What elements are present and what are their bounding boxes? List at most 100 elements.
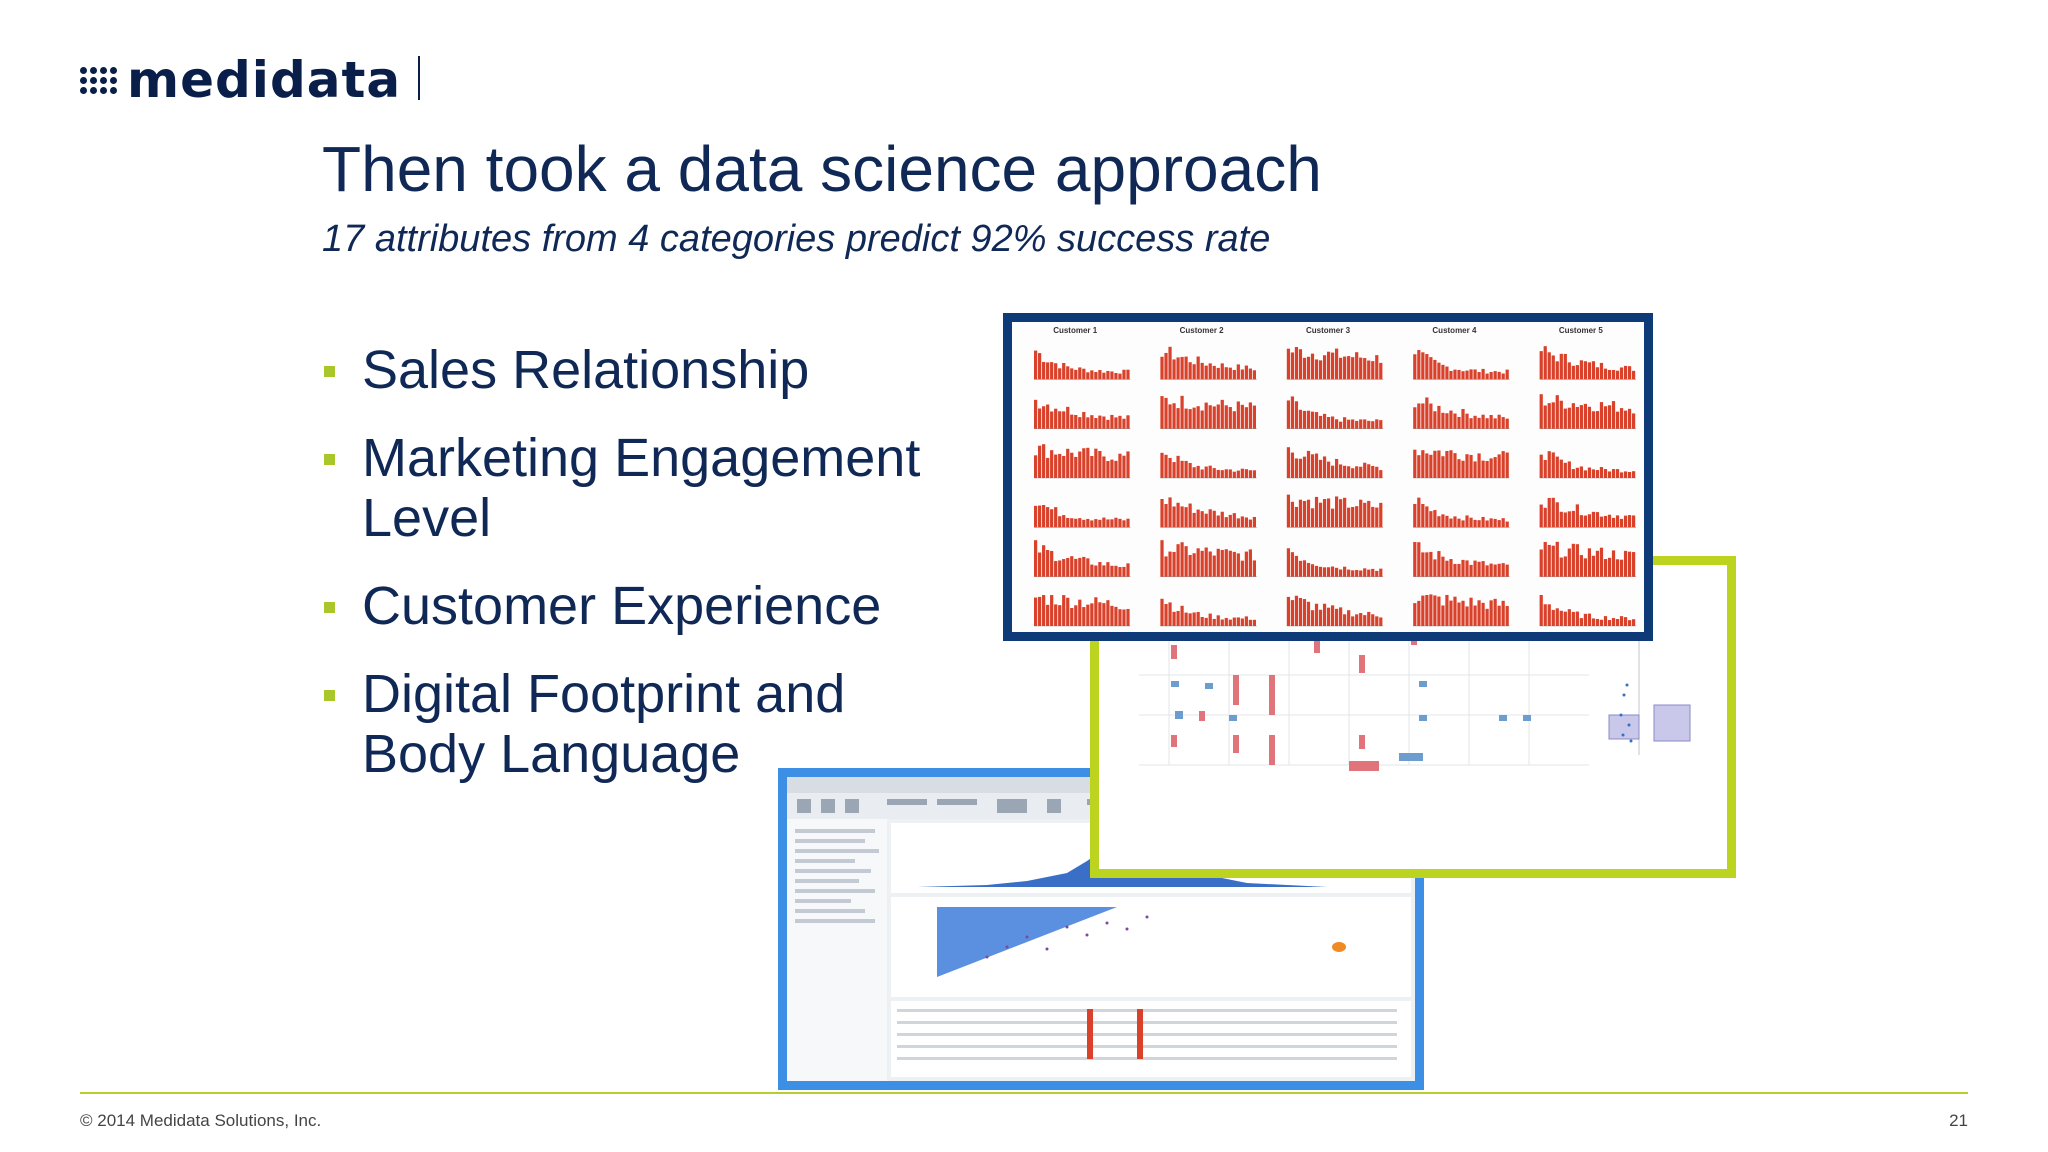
bar-grid-bar (1449, 518, 1453, 528)
bar-grid-bar (1413, 407, 1417, 429)
bar-grid-bar (1563, 462, 1567, 478)
bar-grid-bar (1441, 412, 1445, 429)
bar-grid-bar (1248, 402, 1252, 429)
bar-grid-bar (1505, 369, 1509, 380)
bar-grid-bar (1062, 455, 1066, 478)
logo-text: medidata (127, 51, 402, 109)
bar-grid-bar (1180, 460, 1184, 478)
bar-grid-bar (1200, 550, 1204, 577)
bar-grid-bar (1351, 357, 1355, 380)
bar-grid-bar (1114, 460, 1118, 478)
bar-grid-bar (1042, 406, 1046, 429)
bar-grid-bar (1551, 497, 1555, 528)
bar-grid-bar (1180, 605, 1184, 626)
bar-grid-bar (1066, 557, 1070, 577)
bar-grid-bar (1082, 412, 1086, 429)
bar-grid-bar (1445, 413, 1449, 429)
bar-grid-bar (1375, 466, 1379, 478)
bar-grid-bar (1074, 414, 1078, 429)
bar-grid-bar (1555, 361, 1559, 380)
bar-grid-bar (1367, 464, 1371, 478)
bar-grid-bar (1224, 469, 1228, 478)
bar-grid-bar (1322, 355, 1327, 380)
bar-grid-bar (1248, 619, 1252, 626)
customer-header: Customer 2 (1179, 326, 1224, 335)
bar-grid-bar (1497, 414, 1501, 429)
slide-title: Then took a data science approach (322, 133, 1322, 205)
bar-grid-bar (1216, 404, 1220, 429)
bar-grid-bar (1038, 353, 1042, 380)
bar-grid-bar (1623, 515, 1628, 528)
bar-grid-bar (1192, 612, 1196, 626)
bar-grid-bar (1351, 468, 1355, 478)
bar-grid-bar (1631, 515, 1636, 528)
bar-grid-bar (1200, 469, 1204, 478)
bar-grid-bar (1106, 419, 1110, 429)
bar-grid-bar (1421, 504, 1425, 528)
bar-grid-bar (1102, 372, 1106, 380)
bar-grid-bar (1252, 405, 1256, 429)
bar-grid-bar (1302, 357, 1307, 380)
bar-grid-bar (1603, 515, 1608, 528)
bar-grid-bar (1126, 369, 1130, 380)
bar-grid-bar (1286, 494, 1291, 528)
bar-grid-bar (1086, 518, 1090, 528)
bar-grid-bar (1070, 368, 1074, 380)
bar-grid-bar (1351, 616, 1355, 626)
bar-grid-bar (1184, 408, 1188, 429)
bar-grid-bar (1204, 617, 1208, 626)
bar-grid-bar (1244, 517, 1248, 528)
bar-grid-bar (1062, 595, 1066, 626)
customer-bar-grid-screenshot: Customer 1 Customer 2 Customer 3 Custome… (1003, 313, 1653, 641)
bar-grid-bar (1066, 597, 1070, 626)
bar-grid-bar (1164, 604, 1168, 626)
bar-grid-bar (1252, 619, 1256, 626)
bar-grid-bar (1559, 400, 1563, 429)
bar-grid-bar (1046, 550, 1050, 577)
bar-grid-bar (1042, 505, 1046, 528)
bar-grid-bar (1180, 506, 1184, 528)
bar-grid-bar (1212, 406, 1216, 429)
bar-grid-bar (1318, 609, 1323, 626)
bar-grid-bar (1623, 471, 1628, 478)
bar-grid-bar (1611, 618, 1616, 626)
bar-grid-bar (1591, 618, 1596, 626)
bar-grid-bar (1571, 403, 1575, 429)
bar-grid-bar (1583, 403, 1587, 429)
bar-grid-bar (1306, 562, 1311, 577)
bar-grid-bar (1363, 462, 1367, 478)
bar-grid-bar (1363, 568, 1367, 577)
bar-grid-bar (1367, 360, 1371, 380)
slide-subtitle: 17 attributes from 4 categories predict … (322, 218, 1271, 260)
bar-grid-bar (1326, 351, 1331, 380)
bar-grid-bar (1038, 596, 1042, 626)
bar-grid-bar (1567, 461, 1571, 478)
bar-grid-bar (1098, 415, 1102, 429)
bar-grid-bar (1196, 406, 1200, 429)
bar-grid-bar (1465, 560, 1469, 577)
bar-grid-bar (1375, 616, 1379, 626)
bar-grid-bar (1421, 450, 1425, 478)
bar-grid-bar (1627, 551, 1632, 577)
bar-grid-bar (1485, 418, 1489, 429)
bar-grid-bar (1330, 416, 1335, 429)
bar-grid-bar (1375, 507, 1379, 528)
bar-grid-bar (1212, 510, 1216, 528)
bar-grid-bar (1110, 414, 1114, 429)
bar-grid-bar (1477, 520, 1481, 528)
bar-grid-bar (1184, 507, 1188, 528)
bar-grid-bar (1543, 346, 1547, 380)
bar-grid-bar (1196, 356, 1200, 380)
bar-grid-bar (1208, 551, 1212, 577)
bar-grid-bar (1469, 597, 1473, 626)
bar-grid-bar (1236, 470, 1240, 478)
bar-grid-bar (1335, 348, 1339, 380)
bar-grid-bar (1106, 519, 1110, 528)
bar-grid-bar (1318, 566, 1323, 577)
bar-grid-bar (1413, 603, 1417, 626)
bar-grid-bar (1066, 517, 1070, 528)
bar-grid-bar (1122, 369, 1126, 380)
bar-grid-bar (1070, 556, 1074, 577)
bar-grid-bar (1074, 558, 1078, 577)
bar-grid-bar (1371, 614, 1375, 626)
